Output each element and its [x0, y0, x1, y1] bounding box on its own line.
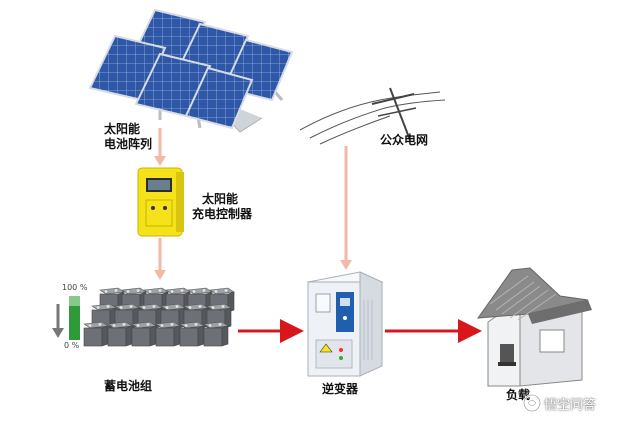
charge-controller — [137, 167, 184, 237]
battery-cell — [131, 321, 157, 347]
battery-cell — [91, 303, 117, 329]
level-empty-label: 0 % — [64, 341, 80, 350]
utility-pole — [299, 87, 446, 145]
dc-flow-pipes — [154, 128, 352, 280]
controller-label-line2: 充电控制器 — [192, 207, 253, 221]
battery-cell — [107, 321, 133, 347]
charge-level-indicator — [52, 296, 80, 340]
level-full-label: 100 % — [62, 283, 88, 292]
watermark: 悟空问答 — [522, 392, 638, 414]
battery-cell — [179, 321, 205, 347]
controller-label-line1: 太阳能 — [202, 192, 239, 206]
public-grid-label: 公众电网 — [380, 133, 429, 147]
solar-array-label-line1: 太阳能 — [104, 122, 141, 136]
solar-panel — [184, 66, 254, 130]
watermark-text: 悟空问答 — [544, 398, 597, 413]
battery-cell — [203, 321, 229, 347]
battery-cell — [83, 321, 109, 347]
inverter-label: 逆变器 — [322, 382, 359, 396]
battery-bank-label: 蓄电池组 — [104, 379, 153, 393]
load-label: 负载 — [506, 388, 531, 402]
watermark-logo-icon — [523, 394, 541, 412]
solar-panel-array — [88, 8, 294, 133]
battery-bank — [83, 287, 235, 347]
battery-cell — [155, 321, 181, 347]
inverter — [306, 271, 384, 377]
house-load — [476, 267, 592, 387]
solar-array-label-line2: 电池阵列 — [104, 137, 153, 151]
